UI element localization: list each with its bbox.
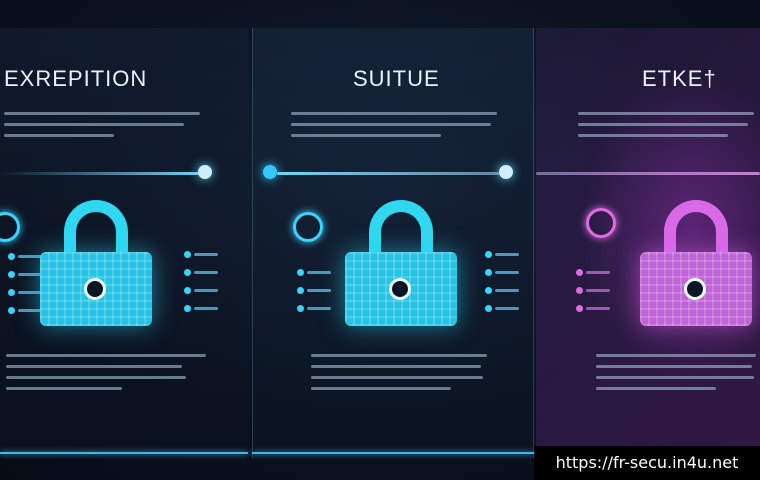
status-dots (576, 264, 616, 318)
slider-track[interactable] (0, 172, 200, 175)
slider-knob[interactable] (263, 165, 277, 179)
lock-ring-icon (0, 212, 20, 242)
panel-title: SUITUE (353, 66, 440, 91)
watermark-url: https://fr-secu.in4u.net (534, 446, 760, 480)
slider-track[interactable] (536, 172, 760, 175)
status-dots (184, 246, 224, 318)
text-block (6, 354, 206, 398)
text-block (578, 112, 754, 145)
lock-ring-icon (293, 212, 323, 242)
panel-title: EXREPITION (4, 66, 148, 91)
slider-knob[interactable] (499, 165, 513, 179)
divider (0, 452, 248, 454)
slider-knob[interactable] (198, 165, 212, 179)
panel-middle: SUITUE (252, 28, 534, 458)
text-block (291, 112, 497, 145)
text-block (4, 112, 200, 145)
status-dots (297, 264, 337, 318)
text-block (311, 354, 487, 398)
text-block (596, 354, 756, 398)
slider-track[interactable] (277, 172, 507, 175)
status-dots (8, 248, 48, 320)
padlock-icon (40, 200, 152, 326)
panel-left: EXREPITION (0, 28, 248, 458)
padlock-icon (640, 200, 752, 326)
divider (252, 452, 534, 454)
panel-title: ETKE† (642, 66, 717, 91)
status-dots (485, 246, 525, 318)
padlock-icon (345, 200, 457, 326)
panel-right: ETKE† (536, 28, 760, 458)
lock-ring-icon (586, 208, 616, 238)
